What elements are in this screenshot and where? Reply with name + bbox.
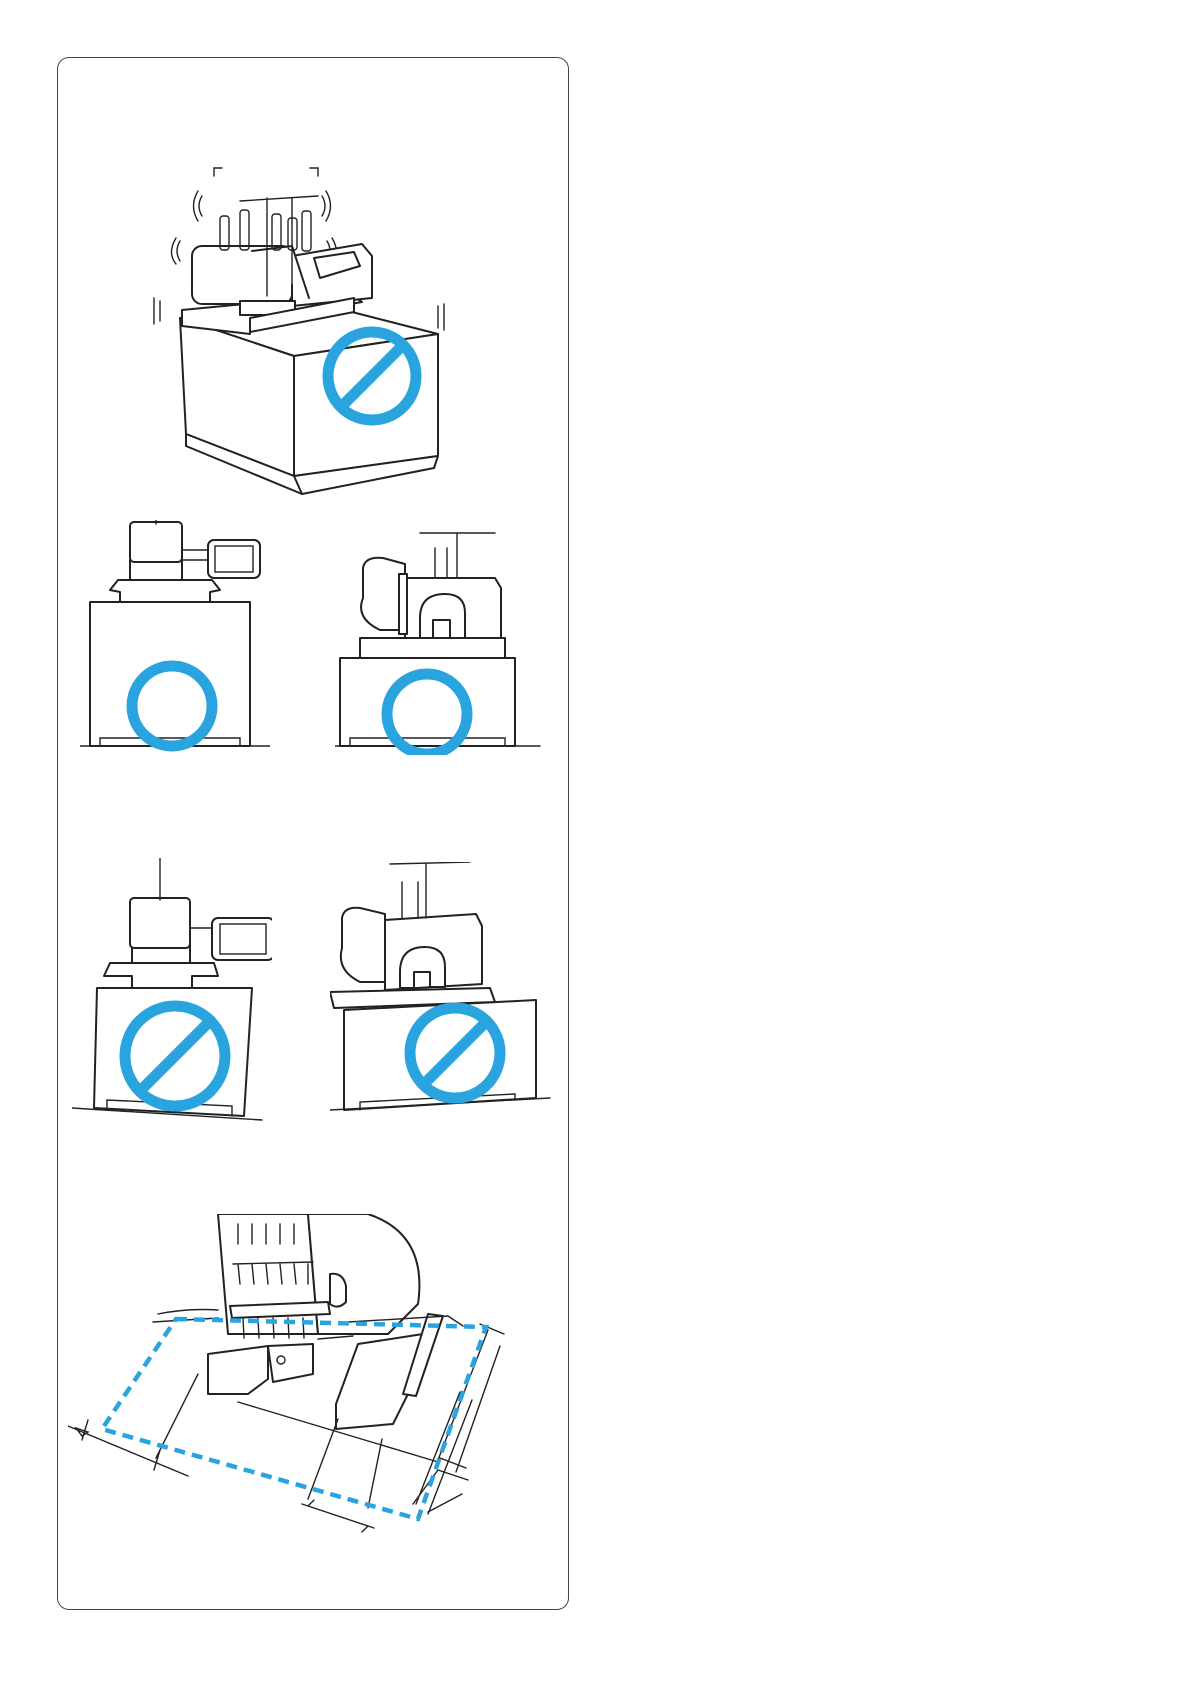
tilted-table-front-figure bbox=[72, 858, 272, 1128]
illustration-panel bbox=[57, 57, 569, 1610]
embroidery-machine bbox=[182, 196, 372, 334]
level-table-side-figure bbox=[335, 508, 545, 755]
clearance-space-figure bbox=[68, 1214, 538, 1564]
machine-head bbox=[153, 1214, 419, 1338]
tilted-table-side-figure bbox=[330, 862, 552, 1118]
unstable-table-figure bbox=[142, 106, 462, 531]
level-table-front-figure bbox=[80, 520, 270, 755]
